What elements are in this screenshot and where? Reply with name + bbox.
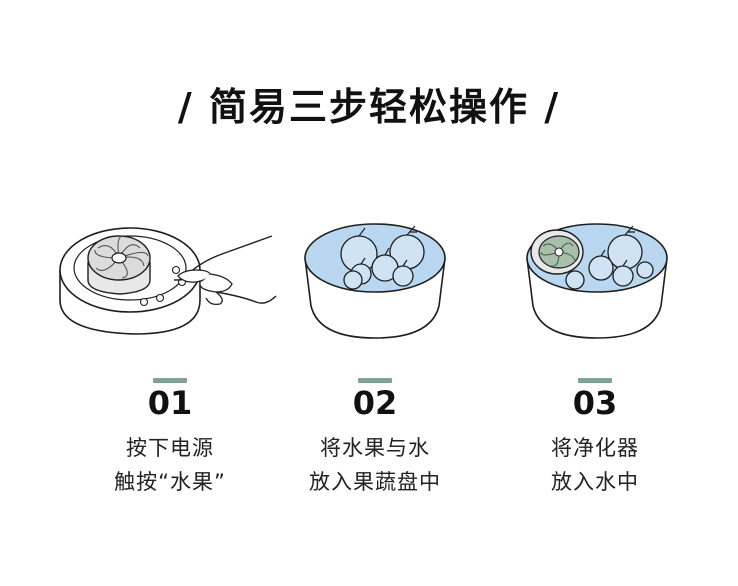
step-text-line-1: 将净化器: [551, 436, 639, 460]
step-accent-bar: [153, 378, 187, 383]
step-text-line-2: 放入果蔬盘中: [309, 470, 441, 494]
device-button-press-illustration: [59, 227, 277, 335]
step-text-line-1: 按下电源: [126, 436, 214, 460]
page-title: / 简易三步轻松操作 /: [177, 85, 561, 129]
step-number: 03: [572, 384, 618, 422]
step-number: 02: [352, 384, 398, 422]
bowl-with-fruit-illustration: [304, 223, 446, 339]
step-number: 01: [147, 384, 193, 422]
step-text-line-1: 将水果与水: [320, 436, 430, 460]
step-accent-bar: [358, 378, 392, 383]
step-text-line-2: 触按“水果”: [114, 470, 226, 494]
bowl-with-purifier-illustration: [526, 223, 668, 339]
step-text-line-2: 放入水中: [551, 470, 639, 494]
step-accent-bar: [578, 378, 612, 383]
